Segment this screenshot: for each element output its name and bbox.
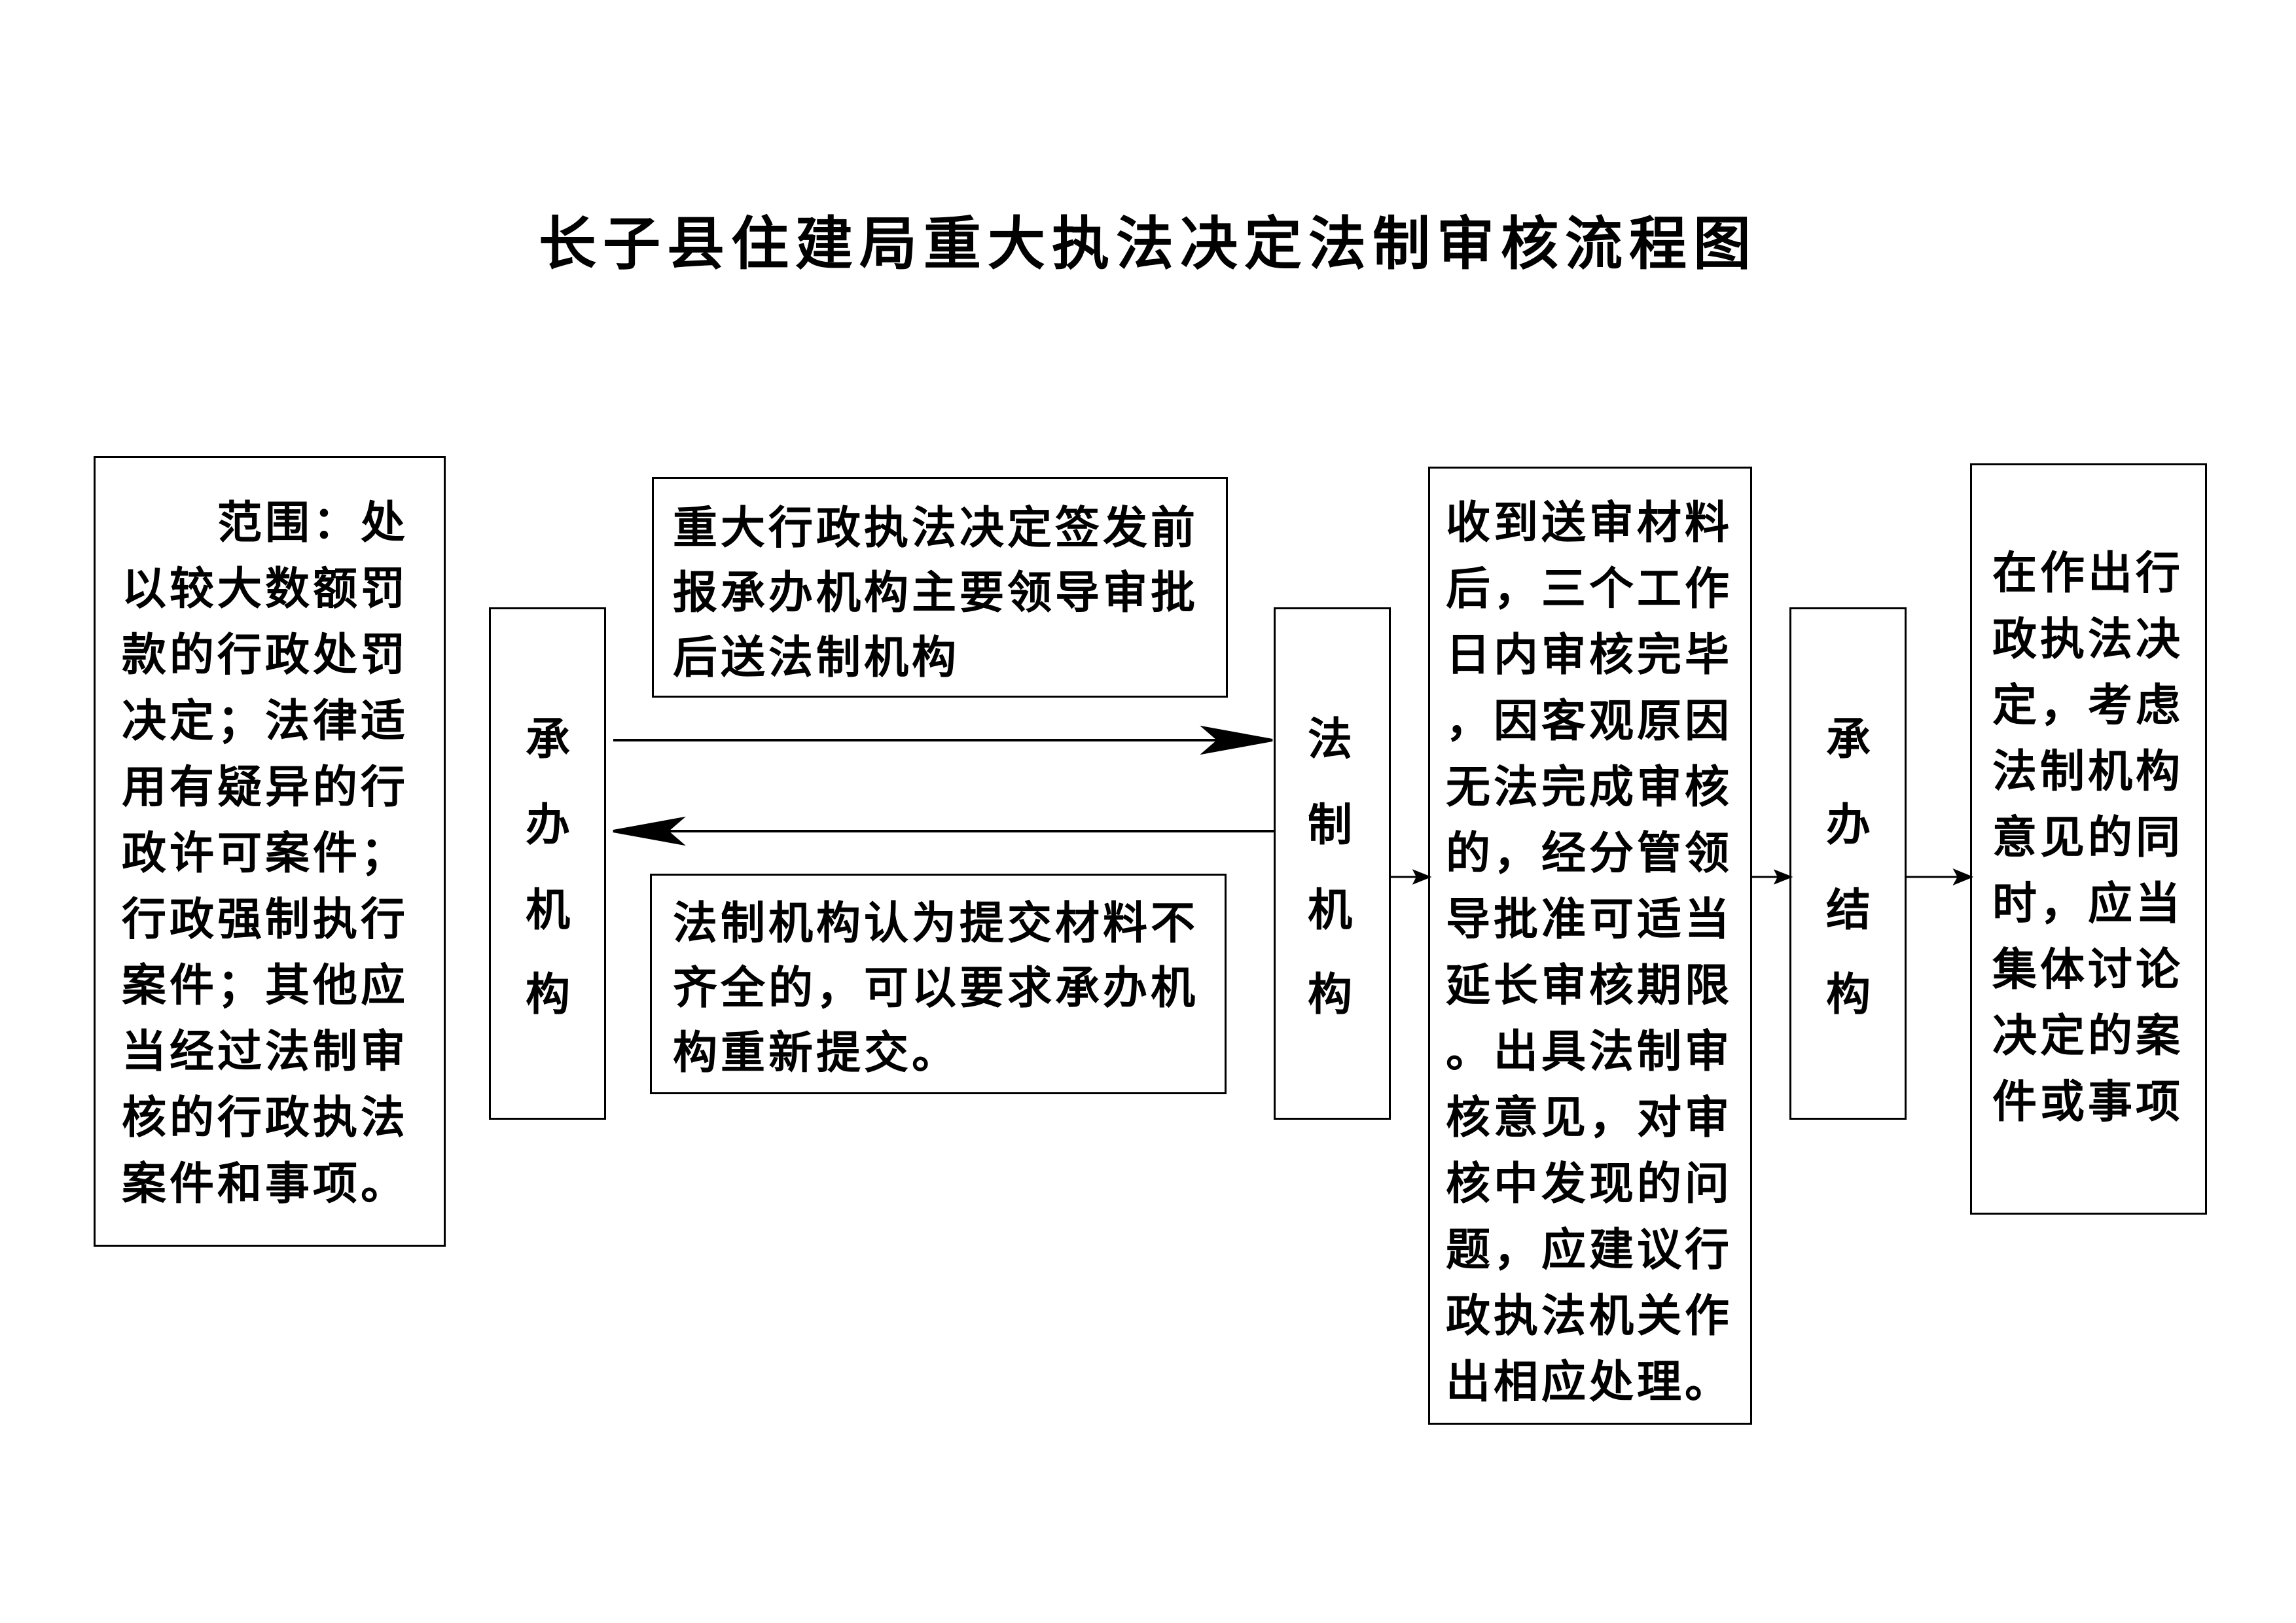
arrowhead-to-result-icon	[1773, 869, 1793, 885]
text-line: 范围：处	[122, 497, 409, 549]
text-line: 核的行政执法	[122, 1092, 409, 1144]
submit-arrowhead-icon	[1200, 725, 1273, 755]
text-line: 款的行政处罚	[122, 630, 409, 681]
text-line: 后送法制机构	[673, 632, 960, 684]
text-line: 构重新提交。	[673, 1027, 960, 1079]
text-line: 案件；其他应	[122, 960, 409, 1012]
vertical-char: 承	[525, 714, 570, 766]
scope-box	[94, 456, 446, 1247]
vertical-char: 办	[1825, 800, 1871, 851]
vertical-char: 结	[1825, 885, 1871, 936]
vertical-char: 机	[1307, 885, 1352, 936]
text-line: 案件和事项。	[122, 1158, 409, 1210]
text-line: 报承办机构主要领导审批	[673, 567, 1199, 619]
vertical-char: 机	[525, 885, 570, 936]
text-line: 核意见，对审	[1446, 1092, 1733, 1144]
submit-note-text: 重大行政执法决定签发前报承办机构主要领导审批后送法制机构	[673, 496, 1198, 690]
text-line: 收到送审材料	[1446, 497, 1733, 549]
arrowhead-to-review-icon	[1412, 869, 1432, 885]
text-line: 延长审核期限	[1446, 960, 1733, 1012]
arrowhead-to-decision-icon	[1952, 868, 1974, 886]
decision-text: 在作出行政执法决定，考虑法制机构意见的同时，应当集体讨论决定的案件或事项	[1992, 541, 2183, 1135]
legal-org-box	[1274, 607, 1391, 1120]
decision-box	[1970, 463, 2207, 1215]
vertical-char: 构	[525, 969, 570, 1021]
handling-result-box	[1789, 607, 1907, 1120]
page-title: 长子县住建局重大执法决定法制审核流程图	[538, 210, 1757, 277]
text-line: 定，考虑	[1992, 680, 2184, 732]
vertical-char: 法	[1307, 714, 1352, 766]
text-line: 用有疑异的行	[122, 762, 409, 813]
text-line: 行政强制执行	[122, 894, 409, 946]
text-line: 集体讨论	[1992, 944, 2184, 996]
text-line: 无法完成审核	[1446, 762, 1733, 813]
text-line: 时，应当	[1992, 878, 2184, 930]
text-line: 政许可案件；	[122, 828, 409, 880]
text-line: 当经过法制审	[122, 1026, 409, 1078]
text-line: 件或事项	[1992, 1077, 2184, 1128]
text-line: 后，三个工作	[1446, 563, 1733, 615]
text-line: 题，应建议行	[1446, 1224, 1733, 1276]
text-line: 日内审核完毕	[1446, 630, 1733, 681]
vertical-char: 承	[1825, 714, 1871, 766]
text-line: 。出具法制审	[1446, 1026, 1733, 1078]
text-line: 意见的同	[1992, 812, 2184, 864]
text-line: 齐全的，可以要求承办机	[673, 963, 1199, 1014]
text-line: 政执法决	[1992, 614, 2184, 666]
text-line: 法制机构认为提交材料不	[673, 898, 1199, 950]
text-line: 导批准可适当	[1446, 894, 1733, 946]
text-line: 在作出行	[1992, 548, 2184, 599]
text-line: 核中发现的问	[1446, 1158, 1733, 1210]
handling-org-box	[489, 607, 606, 1120]
return-note-box	[650, 874, 1227, 1094]
submit-note-box	[652, 477, 1228, 698]
text-line: 法制机构	[1992, 746, 2184, 798]
text-line: ，因客观原因	[1446, 696, 1733, 747]
vertical-char: 构	[1825, 969, 1871, 1021]
text-line: 出相应处理。	[1446, 1357, 1733, 1408]
text-line: 决定的案	[1992, 1010, 2184, 1062]
vertical-char: 制	[1307, 800, 1352, 851]
return-arrowhead-icon	[613, 816, 686, 846]
text-line: 的，经分管领	[1446, 828, 1733, 880]
review-box	[1428, 467, 1752, 1425]
text-line: 政执法机关作	[1446, 1291, 1733, 1342]
vertical-char: 构	[1307, 969, 1352, 1021]
text-line: 决定；法律适	[122, 696, 409, 747]
text-line: 以较大数额罚	[122, 563, 409, 615]
review-text: 收到送审材料后，三个工作日内审核完毕 ，因客观原因无法完成审核的，经分管领导批准可…	[1446, 490, 1732, 1416]
vertical-char: 办	[525, 800, 570, 851]
text-line: 重大行政执法决定签发前	[673, 503, 1199, 554]
scope-text: 范围：处以较大数额罚款的行政处罚决定；法律适用有疑异的行政许可案件； 行政强制执行…	[122, 490, 408, 1217]
return-note-text: 法制机构认为提交材料不齐全的，可以要求承办机构重新提交。	[673, 891, 1198, 1086]
